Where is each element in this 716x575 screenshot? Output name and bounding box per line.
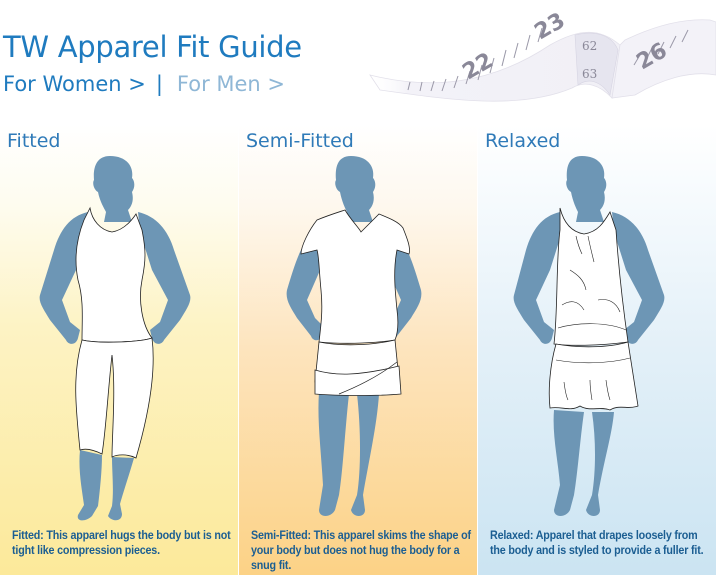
ruffle-fold [605,379,611,401]
tape-curl [574,32,619,96]
silhouette-head [93,156,135,222]
nav-separator: | [155,72,163,96]
drape-fold [575,235,583,255]
semi-fitted-column: Semi-Fitted Semi-Fitted: This apparel sk… [239,125,477,575]
flowy-tank [553,207,629,346]
v-neck-tee [300,209,410,344]
skirt-wrap-line [338,361,398,395]
ruffle-skirt [548,341,639,411]
tape-number: 62 [582,39,597,53]
header: TW Apparel Fit Guide For Women > | For M… [0,0,716,125]
ruffle-fold [555,357,631,364]
measuring-tape-image: 22 23 62 63 26 [369,8,716,102]
tape-number: 63 [582,67,597,81]
silhouette-arms [138,212,191,344]
drape-fold [561,301,585,311]
semi-fitted-figure-illustration [286,156,422,516]
page-title: TW Apparel Fit Guide [3,30,302,64]
drape-fold [569,269,587,291]
gender-nav: For Women > | For Men > [3,72,285,96]
for-men-link[interactable]: For Men > [176,72,286,96]
silhouette-legs [318,392,349,516]
relaxed-column: Relaxed [478,125,716,575]
silhouette-arms [612,212,665,344]
silhouette-legs [108,457,134,521]
layered-skirt [314,365,402,396]
tank-top [75,206,153,343]
drape-fold [557,323,627,331]
silhouette-arms [286,240,323,341]
drape-fold [587,235,595,263]
silhouette-head [335,156,376,222]
silhouette-head [566,156,607,222]
silhouette-legs [351,394,379,516]
column-title: Semi-Fitted [246,130,354,152]
capri-pants [75,337,154,459]
fitted-caption: Fitted: This apparel hugs the body but i… [12,528,231,557]
silhouette-legs [586,412,614,516]
relaxed-caption: Relaxed: Apparel that drapes loosely fro… [490,528,704,557]
fitted-column: Fitted Fitted: This apparel hugs the bod… [0,125,238,575]
column-title: Relaxed [485,130,561,152]
fitted-figure-illustration [39,156,191,521]
fit-columns: Fitted Fitted: This apparel hugs the bod… [0,125,716,575]
relaxed-figure-illustration [513,156,665,516]
ruffle-fold [563,381,569,401]
column-title: Fitted [7,130,61,152]
for-women-link[interactable]: For Women > [3,72,146,96]
silhouette-legs [77,450,102,521]
ruffle-fold [589,379,593,401]
drape-fold [597,299,621,313]
silhouette-legs [553,410,584,516]
silhouette-arms [513,212,562,344]
semi-fitted-caption: Semi-Fitted: This apparel skims the shap… [251,528,471,572]
